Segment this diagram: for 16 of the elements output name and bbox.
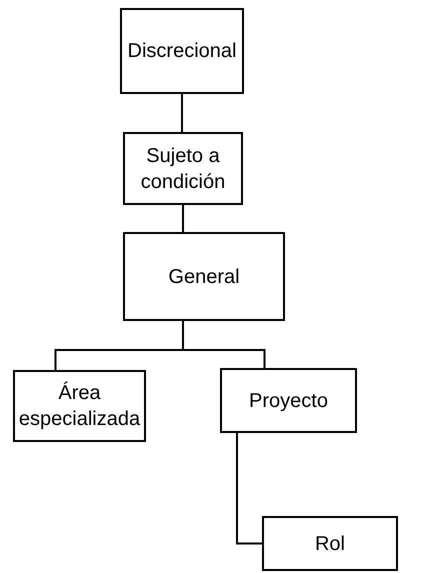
box-label: Área especializada	[18, 380, 142, 432]
connector-line	[182, 205, 184, 232]
box-label: General	[168, 264, 240, 290]
org-box	[220, 368, 357, 433]
box-label: Discrecional	[128, 39, 236, 64]
org-box	[13, 370, 146, 442]
org-box	[120, 8, 244, 94]
connector-line	[236, 433, 262, 544]
org-box	[123, 232, 285, 321]
box-label: Sujeto a condición	[140, 144, 226, 194]
connector-line	[182, 321, 266, 368]
box-label: Proyecto	[249, 388, 328, 414]
org-box	[262, 516, 398, 571]
connector-line	[181, 94, 183, 132]
box-label: Rol	[314, 532, 345, 556]
org-box	[123, 132, 243, 205]
